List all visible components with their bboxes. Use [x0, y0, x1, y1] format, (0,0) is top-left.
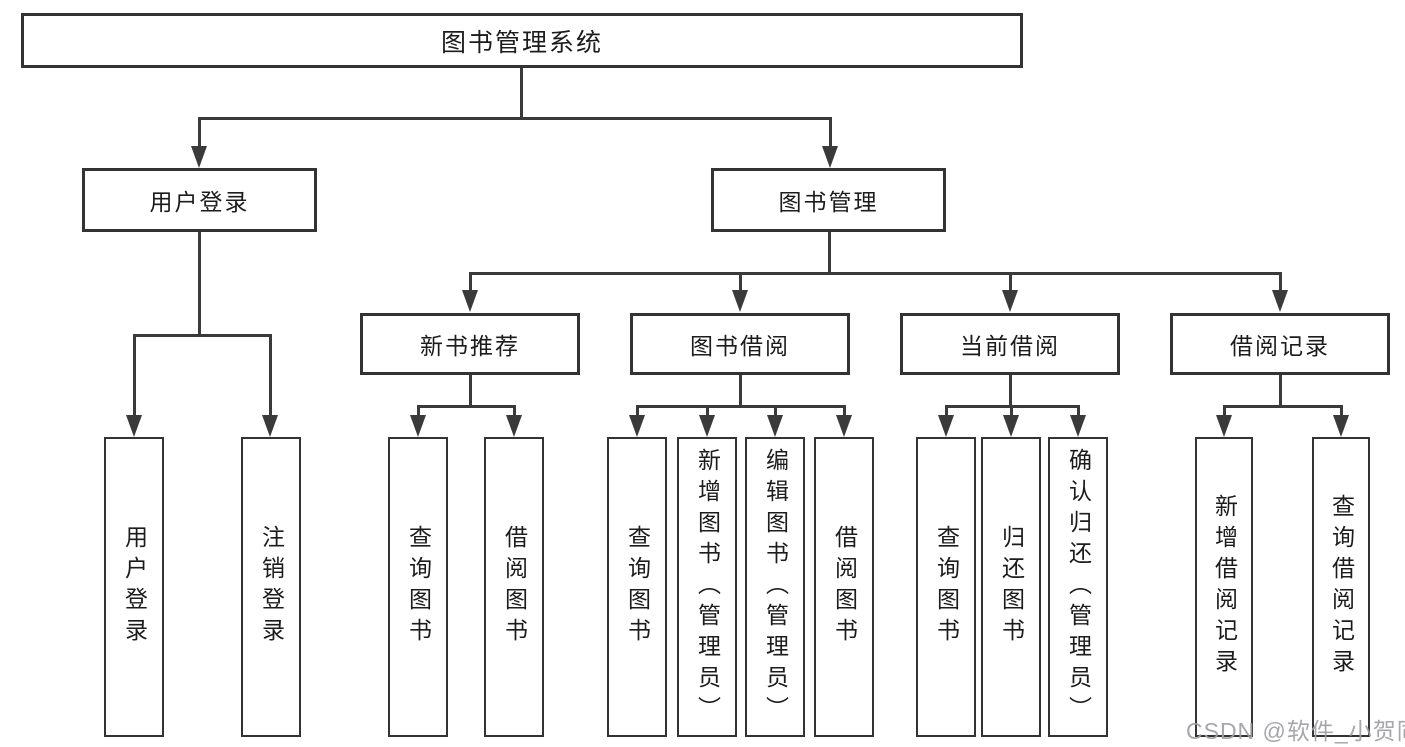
arrowhead-down-icon: [1003, 415, 1019, 437]
connector-line: [133, 334, 136, 417]
connector-line: [198, 117, 201, 149]
node-label: 图书管理系统: [440, 28, 603, 57]
connector-line: [1009, 375, 1012, 408]
arrowhead-down-icon: [1002, 290, 1018, 312]
node-book-borrowing: 图书借阅: [630, 313, 850, 375]
leaf-records-query-borrow-record: 查询借阅记录: [1312, 437, 1370, 737]
connector-line: [828, 232, 831, 275]
connector-line: [1279, 375, 1282, 408]
leaf-current-return-books: 归还图书: [981, 437, 1041, 737]
node-label: 借阅记录: [1230, 333, 1330, 359]
node-label: 新增图书（管理员）: [694, 447, 721, 727]
node-label: 当前借阅: [960, 333, 1060, 359]
connector-line: [198, 117, 832, 120]
connector-line: [706, 405, 709, 418]
connector-line: [636, 405, 845, 408]
connector-line: [520, 68, 523, 118]
arrowhead-down-icon: [822, 146, 838, 168]
node-label: 确认归还（管理员）: [1065, 447, 1092, 727]
node-label: 查询借阅记录: [1328, 494, 1355, 680]
connector-line: [1279, 272, 1282, 292]
node-root-library-management-system: 图书管理系统: [21, 13, 1023, 68]
node-new-book-recommendation: 新书推荐: [360, 313, 580, 375]
node-label: 用户登录: [149, 189, 250, 215]
arrowhead-down-icon: [506, 415, 522, 437]
node-current-borrowing: 当前借阅: [900, 313, 1120, 375]
arrowhead-down-icon: [699, 415, 715, 437]
leaf-recommend-query-books: 查询图书: [388, 437, 448, 737]
node-label: 注销登录: [258, 525, 285, 649]
connector-line: [739, 272, 742, 292]
leaf-user-login: 用户登录: [104, 437, 164, 737]
node-label: 查询图书: [405, 525, 432, 649]
arrowhead-down-icon: [767, 415, 783, 437]
node-label: 用户登录: [121, 525, 148, 649]
arrowhead-down-icon: [191, 146, 207, 168]
arrowhead-down-icon: [1216, 415, 1232, 437]
connector-line: [469, 375, 472, 408]
connector-line: [1010, 405, 1013, 418]
connector-line: [469, 272, 1281, 275]
node-label: 图书借阅: [690, 333, 790, 359]
arrowhead-down-icon: [1333, 415, 1349, 437]
node-borrowing-records: 借阅记录: [1170, 313, 1390, 375]
arrowhead-down-icon: [262, 415, 278, 437]
node-label: 新增借阅记录: [1211, 494, 1238, 680]
connector-line: [1223, 405, 1226, 418]
connector-line: [513, 405, 516, 418]
node-label: 借阅图书: [831, 525, 858, 649]
arrowhead-down-icon: [126, 415, 142, 437]
arrowhead-down-icon: [1272, 290, 1288, 312]
leaf-current-query-books: 查询图书: [916, 437, 976, 737]
arrowhead-down-icon: [836, 415, 852, 437]
connector-line: [829, 117, 832, 149]
connector-line: [774, 405, 777, 418]
csdn-watermark: CSDN @软件_小贺同学: [1186, 718, 1405, 744]
node-label: 查询图书: [933, 525, 960, 649]
arrowhead-down-icon: [1070, 415, 1086, 437]
leaf-borrowing-edit-books-admin: 编辑图书（管理员）: [745, 437, 805, 737]
leaf-recommend-borrow-books: 借阅图书: [484, 437, 544, 737]
arrowhead-down-icon: [938, 415, 954, 437]
connector-line: [133, 334, 272, 337]
connector-line: [1340, 405, 1343, 418]
connector-line: [269, 334, 272, 417]
connector-line: [1223, 405, 1342, 408]
node-label: 归还图书: [998, 525, 1025, 649]
arrowhead-down-icon: [732, 290, 748, 312]
leaf-records-add-borrow-record: 新增借阅记录: [1195, 437, 1253, 737]
arrowhead-down-icon: [629, 415, 645, 437]
connector-line: [1077, 405, 1080, 418]
node-book-management: 图书管理: [711, 168, 946, 232]
connector-line: [739, 375, 742, 408]
leaf-borrowing-add-books-admin: 新增图书（管理员）: [677, 437, 737, 737]
connector-line: [417, 405, 516, 408]
connector-line: [198, 232, 201, 337]
connector-line: [417, 405, 420, 418]
node-user-login: 用户登录: [82, 168, 317, 232]
leaf-borrowing-borrow-books: 借阅图书: [814, 437, 874, 737]
node-label: 新书推荐: [420, 333, 520, 359]
connector-line: [469, 272, 472, 292]
node-label: 编辑图书（管理员）: [762, 447, 789, 727]
arrowhead-down-icon: [410, 415, 426, 437]
leaf-borrowing-query-books: 查询图书: [607, 437, 667, 737]
leaf-current-confirm-return-admin: 确认归还（管理员）: [1048, 437, 1108, 737]
connector-line: [945, 405, 948, 418]
node-label: 图书管理: [778, 189, 879, 215]
connector-line: [636, 405, 639, 418]
leaf-logout: 注销登录: [241, 437, 301, 737]
node-label: 借阅图书: [501, 525, 528, 649]
connector-line: [843, 405, 846, 418]
connector-line: [1009, 272, 1012, 292]
node-label: 查询图书: [624, 525, 651, 649]
arrowhead-down-icon: [462, 290, 478, 312]
